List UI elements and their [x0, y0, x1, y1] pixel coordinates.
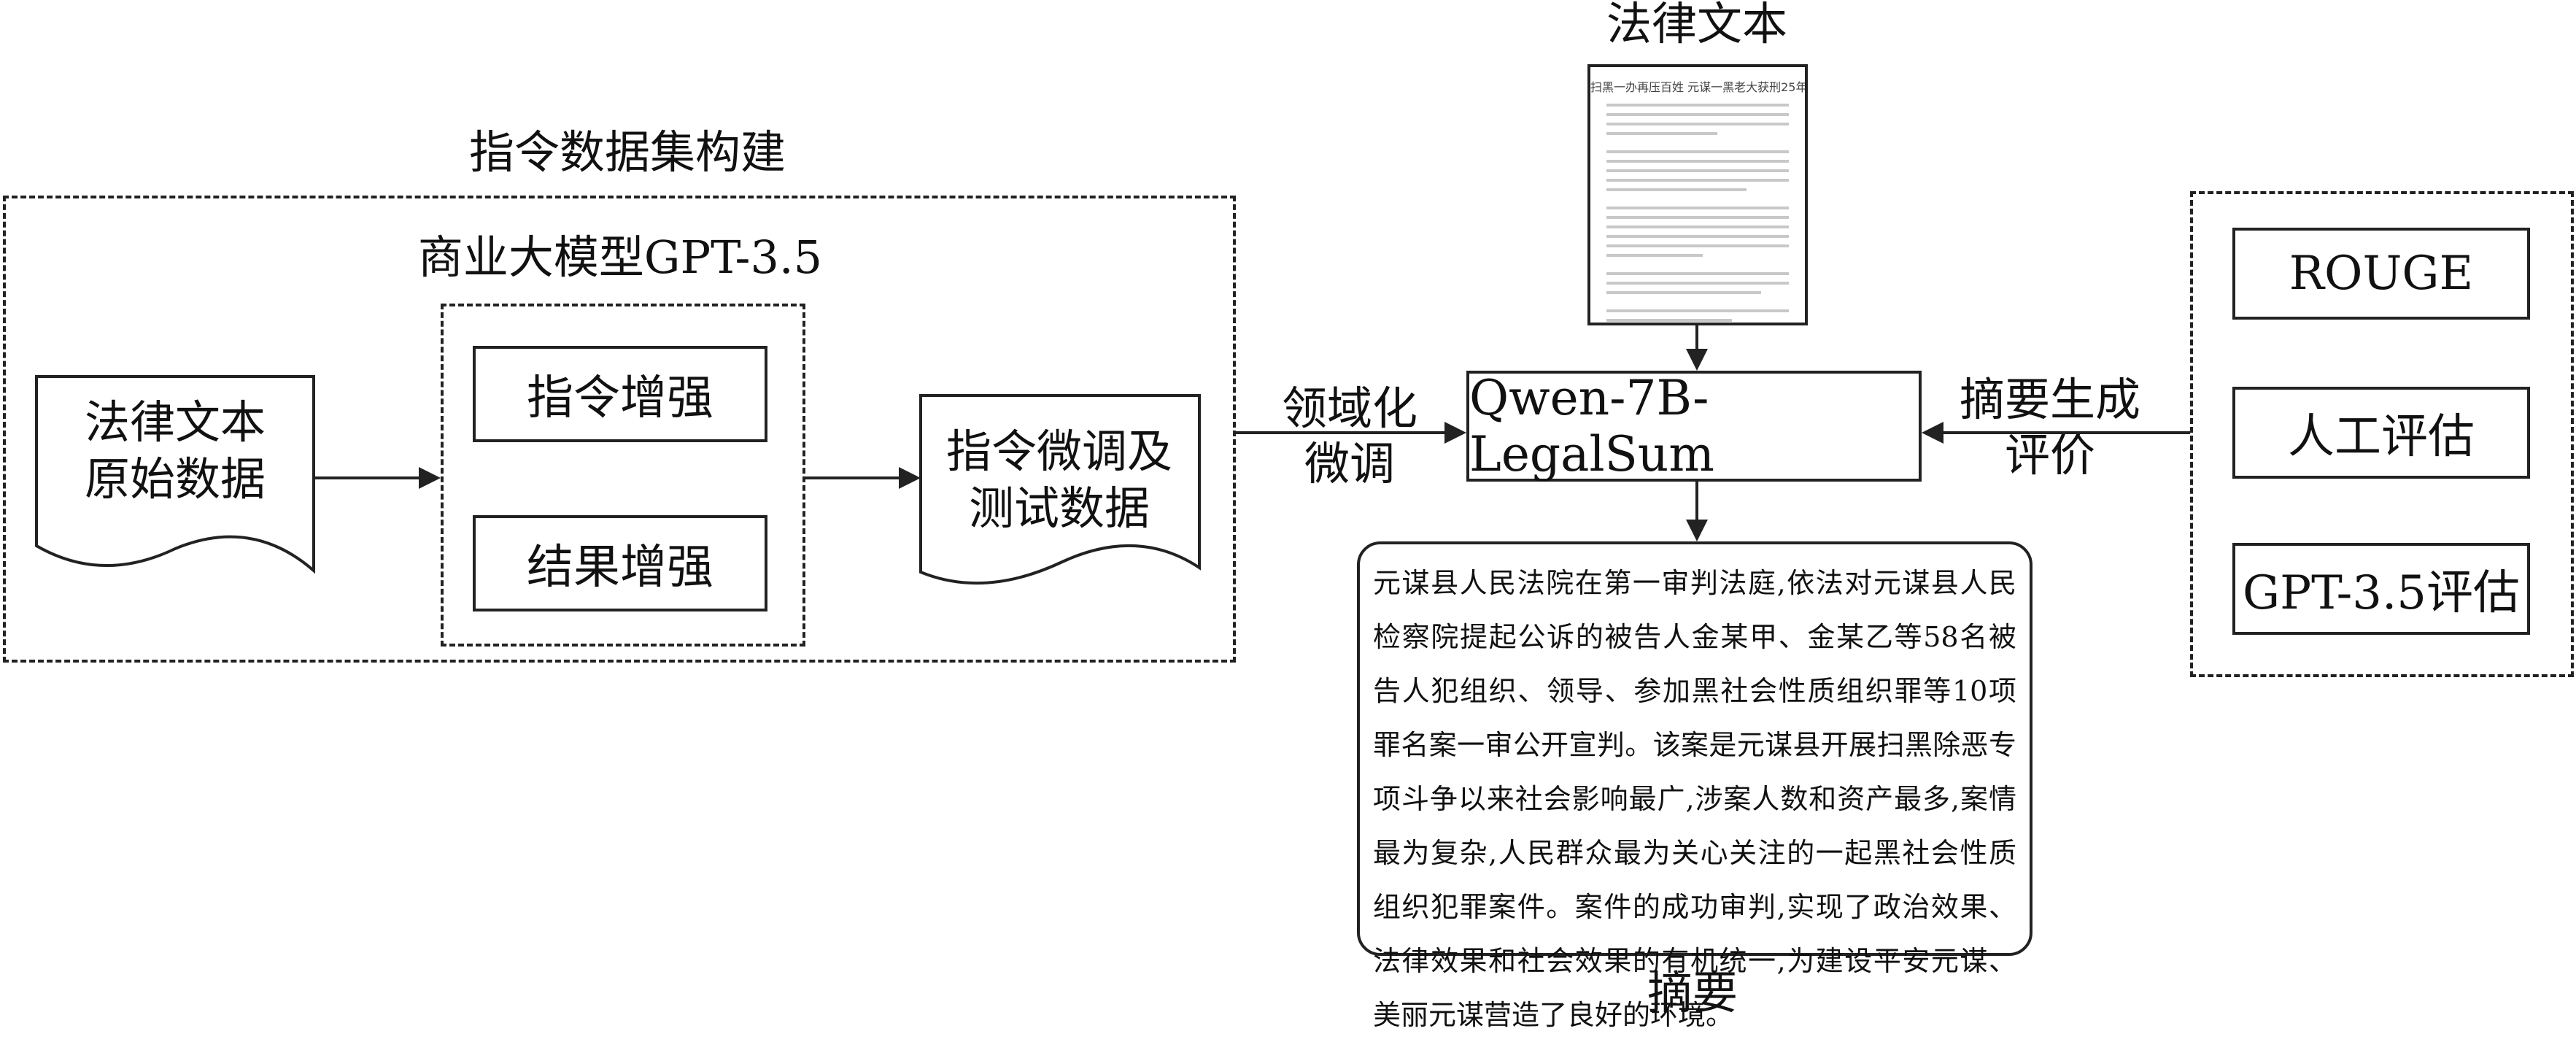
human-eval-label: 人工评估 [2288, 410, 2475, 464]
instruction-aug-box: 指令增强 [473, 346, 767, 442]
human-eval-box: 人工评估 [2232, 387, 2530, 479]
evaluation-group [2190, 191, 2574, 677]
legal-text-label: 法律文本 [1606, 0, 1787, 50]
raw-data-doc-text: 法律文本 原始数据 [36, 394, 314, 507]
dataset-build-group [3, 196, 1236, 663]
model-label: Qwen-7B-LegalSum [1469, 370, 1714, 482]
commercial-model-label: 商业大模型GPT-3.5 [417, 231, 823, 284]
raw-data-doc-shape [35, 375, 315, 574]
summary-caption: 摘要 [1647, 966, 1738, 1019]
gpt-eval-box: GPT-3.5评估 [2232, 543, 2530, 635]
legal-text-document-title: 扫黑一办再压百姓 元谋一黑老大获刑25年 [1590, 80, 1808, 94]
commercial-model-group [441, 304, 805, 647]
summary-eval-line-1: 摘要生成 [1959, 373, 2140, 426]
rouge-box: ROUGE [2232, 228, 2530, 320]
summary-eval-line-2: 评价 [2004, 428, 2095, 482]
instruction-aug-label: 指令增强 [527, 371, 713, 425]
summary-box: 元谋县人民法院在第一审判法庭,依法对元谋县人民检察院提起公诉的被告人金某甲、金某… [1357, 541, 2032, 1031]
rouge-label: ROUGE [2289, 247, 2474, 301]
summary-text: 元谋县人民法院在第一审判法庭,依法对元谋县人民检察院提起公诉的被告人金某甲、金某… [1373, 567, 2016, 1031]
legal-text-document: 扫黑一办再压百姓 元谋一黑老大获刑25年 [1587, 64, 1808, 325]
result-aug-label: 结果增强 [527, 541, 713, 595]
result-aug-box: 结果增强 [473, 515, 767, 611]
arrow-raw-to-aug [315, 467, 441, 489]
dataset-build-label: 指令数据集构建 [468, 126, 786, 179]
finetune-data-doc-text: 指令微调及 测试数据 [921, 423, 1198, 536]
arrow-legaltext-to-model [1686, 325, 1708, 371]
arrow-finetune-to-model [1236, 422, 1466, 444]
finetune-data-doc-shape [919, 394, 1201, 585]
summary-eval-label: 摘要生成 评价 [1941, 372, 2159, 482]
arrow-eval-to-model [1922, 422, 2190, 444]
model-box: Qwen-7B-LegalSum [1466, 370, 1922, 482]
arrow-aug-to-finetune [805, 467, 921, 489]
gpt-eval-label: GPT-3.5评估 [2242, 566, 2521, 620]
arrow-model-to-summary [1686, 482, 1708, 541]
finetune-data-line-2: 测试数据 [968, 481, 1150, 535]
domain-finetune-line-1: 领域化 [1281, 382, 1417, 435]
raw-data-line-2: 原始数据 [84, 452, 266, 506]
raw-data-line-1: 法律文本 [84, 395, 266, 449]
finetune-data-line-1: 指令微调及 [945, 425, 1172, 478]
domain-finetune-label: 领域化 微调 [1240, 381, 1459, 491]
domain-finetune-line-2: 微调 [1304, 436, 1395, 490]
